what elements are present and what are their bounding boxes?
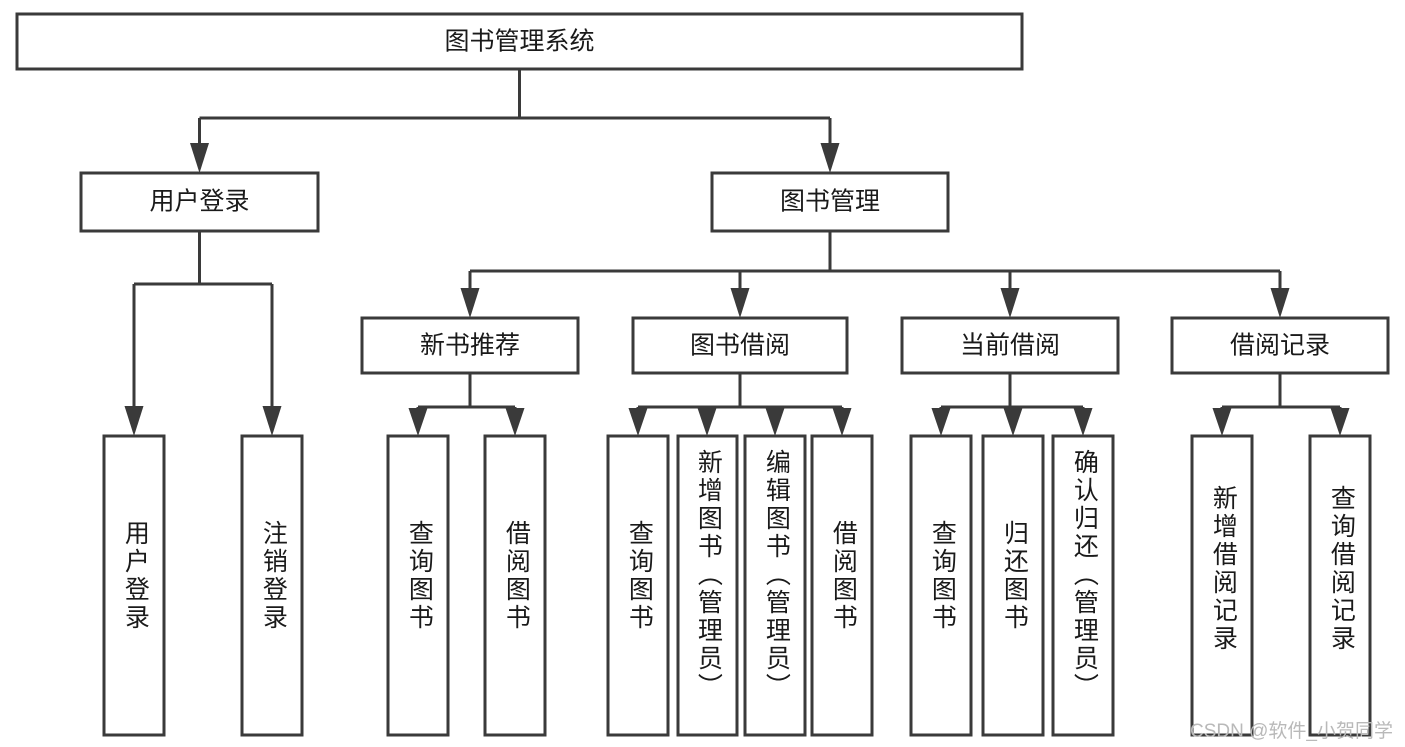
node-current-borrow[interactable]: 当前借阅 [900, 316, 1120, 375]
node-leaf-confirm-return-box[interactable] [1051, 434, 1115, 737]
node-leaf-user-login-label: 用户登录 [121, 520, 150, 632]
arrow-head-leaf-confirm-return [1073, 408, 1093, 436]
node-new-book-recommend[interactable]: 新书推荐 [360, 316, 580, 375]
node-leaf-query-book-1-label: 查询图书 [405, 520, 434, 632]
node-root[interactable]: 图书管理系统 [15, 12, 1024, 71]
node-leaf-query-record-box[interactable] [1308, 434, 1372, 737]
node-leaf-query-book-2-label: 查询图书 [625, 520, 654, 632]
node-borrow-record[interactable]: 借阅记录 [1170, 316, 1390, 375]
node-current-borrow-box[interactable] [900, 316, 1120, 375]
node-leaf-user-login-box[interactable] [102, 434, 166, 737]
arrow-head-new-book-recommend [460, 288, 480, 318]
node-book-borrow-label: 图书借阅 [690, 332, 790, 360]
node-leaf-query-record-label: 查询借阅记录 [1327, 485, 1356, 653]
node-leaf-borrow-book-2-box[interactable] [810, 434, 874, 737]
node-book-borrow-box[interactable] [631, 316, 849, 375]
arrow-head-leaf-query-book-3 [931, 408, 951, 436]
node-leaf-query-book-3[interactable]: 查询图书 [909, 434, 973, 737]
connector-group-borrow-record [1212, 373, 1350, 436]
arrow-head-leaf-borrow-book-1 [505, 408, 525, 436]
node-borrow-record-label: 借阅记录 [1230, 332, 1330, 360]
arrow-head-leaf-borrow-book-2 [832, 408, 852, 436]
arrow-head-leaf-add-book [697, 408, 717, 436]
node-book-management[interactable]: 图书管理 [710, 171, 950, 233]
node-leaf-borrow-book-1-box[interactable] [483, 434, 547, 737]
node-root-box[interactable] [15, 12, 1024, 71]
node-leaf-query-book-3-label: 查询图书 [928, 520, 957, 632]
node-leaf-query-book-2-box[interactable] [606, 434, 670, 737]
node-leaf-add-book-box[interactable] [676, 434, 739, 737]
node-leaf-add-record-box[interactable] [1190, 434, 1254, 737]
node-leaf-logout-label: 注销登录 [259, 520, 288, 632]
connector-group-userlogin [124, 231, 282, 436]
node-user-login-box[interactable] [79, 171, 320, 233]
arrow-head-userlogin [190, 143, 209, 173]
node-root-label: 图书管理系统 [444, 28, 594, 56]
node-leaf-logout[interactable]: 注销登录 [240, 434, 304, 737]
node-leaf-query-book-1-box[interactable] [386, 434, 450, 737]
arrow-head-book-borrow [730, 288, 750, 318]
node-current-borrow-label: 当前借阅 [960, 332, 1060, 360]
node-leaf-query-book-2[interactable]: 查询图书 [606, 434, 670, 737]
arrow-head-leaf-user-login [124, 406, 144, 436]
node-leaf-edit-book-label: 编辑图书（管理员） [762, 449, 791, 701]
node-leaf-add-record-label: 新增借阅记录 [1209, 485, 1238, 653]
node-leaf-borrow-book-1-label: 借阅图书 [502, 520, 531, 632]
arrow-head-bookmgmt [820, 143, 840, 173]
node-leaf-confirm-return[interactable]: 确认归还（管理员） [1051, 434, 1115, 737]
node-book-borrow[interactable]: 图书借阅 [631, 316, 849, 375]
node-leaf-borrow-book-2[interactable]: 借阅图书 [810, 434, 874, 737]
node-leaf-borrow-book-2-label: 借阅图书 [829, 520, 858, 632]
node-new-book-recommend-label: 新书推荐 [420, 332, 520, 360]
node-leaf-edit-book-box[interactable] [743, 434, 807, 737]
node-book-management-box[interactable] [710, 171, 950, 233]
node-leaf-query-book-1[interactable]: 查询图书 [386, 434, 450, 737]
arrow-head-leaf-return-book [1003, 408, 1023, 436]
node-leaf-logout-box[interactable] [240, 434, 304, 737]
arrow-head-leaf-add-record [1212, 408, 1232, 436]
connector-group-current-borrow [931, 373, 1093, 436]
node-leaf-return-book-label: 归还图书 [1000, 520, 1029, 632]
node-leaf-query-book-3-box[interactable] [909, 434, 973, 737]
node-leaf-confirm-return-label: 确认归还（管理员） [1070, 449, 1099, 701]
node-leaf-return-book-box[interactable] [981, 434, 1045, 737]
node-leaf-query-record[interactable]: 查询借阅记录 [1308, 434, 1372, 737]
connector-group-root [190, 69, 840, 173]
arrow-head-leaf-logout [262, 406, 282, 436]
node-leaf-add-book-label: 新增图书（管理员） [694, 449, 723, 701]
node-leaf-user-login[interactable]: 用户登录 [102, 434, 166, 737]
arrow-head-leaf-query-book-2 [628, 408, 648, 436]
arrow-head-leaf-query-book-1 [408, 408, 428, 436]
arrow-head-leaf-query-record [1330, 408, 1350, 436]
arrow-head-current-borrow [1000, 288, 1020, 318]
arrow-head-leaf-edit-book [765, 408, 785, 436]
node-leaf-add-book[interactable]: 新增图书（管理员） [676, 434, 739, 737]
connector-group-book-borrow [628, 373, 852, 436]
connector-group-new-book-recommend [408, 373, 525, 436]
node-user-login-label: 用户登录 [149, 188, 249, 216]
node-leaf-add-record[interactable]: 新增借阅记录 [1190, 434, 1254, 737]
node-new-book-recommend-box[interactable] [360, 316, 580, 375]
node-user-login[interactable]: 用户登录 [79, 171, 320, 233]
node-borrow-record-box[interactable] [1170, 316, 1390, 375]
node-leaf-borrow-book-1[interactable]: 借阅图书 [483, 434, 547, 737]
node-leaf-edit-book[interactable]: 编辑图书（管理员） [743, 434, 807, 737]
node-book-management-label: 图书管理 [780, 188, 880, 216]
arrow-head-borrow-record [1270, 288, 1290, 318]
node-leaf-return-book[interactable]: 归还图书 [981, 434, 1045, 737]
connector-group-bookmgmt [460, 231, 1290, 318]
